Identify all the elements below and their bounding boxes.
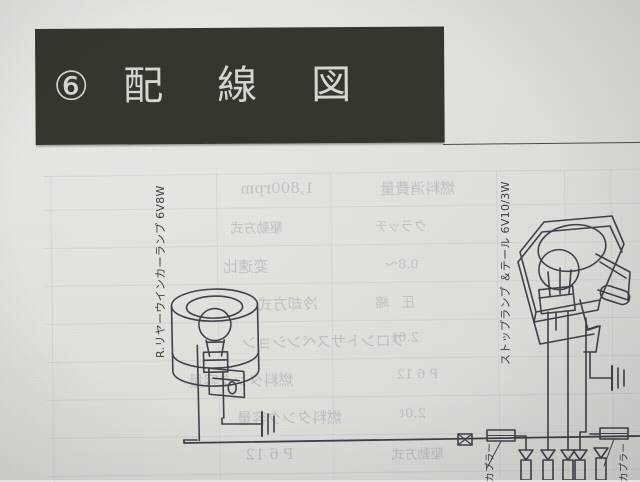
title-char-2: 線 — [217, 62, 258, 109]
coupler-label-right: カプラー — [619, 442, 630, 482]
show-through-table: 1,800rpm 燃料消費量 駆動方式 クラッチ 変速比 0.8～ 冷却方式 圧… — [44, 168, 640, 482]
title-char-1: 配 — [123, 63, 164, 110]
section-number: ⑥ — [53, 63, 90, 110]
bleed-text: 1,800rpm — [240, 178, 315, 198]
coupler-label-left: カプラー — [485, 442, 496, 482]
right-lamp-label: ストップランプ ＆テール 6V10/3W — [499, 181, 512, 365]
rear-turn-signal-lamp-drawing — [170, 288, 260, 442]
main-bus-wire — [183, 435, 640, 444]
terminal-pin — [518, 449, 534, 480]
bleed-text: 圧 縮 — [375, 295, 415, 311]
ground-symbol-right — [611, 365, 625, 391]
bleed-text: 駆動方式 — [230, 221, 283, 237]
right-ground-lead — [589, 351, 613, 379]
bleed-text: 0.8～ — [385, 257, 419, 273]
bleed-text: フロントサスペンション — [241, 331, 406, 352]
bleed-text: 駆動方式 — [391, 447, 444, 463]
terminal-pin — [560, 449, 576, 480]
wire-crossing-marker — [457, 433, 473, 446]
terminal-pin — [572, 449, 588, 480]
terminal-pin — [540, 449, 556, 480]
header-rule — [442, 141, 640, 145]
bleed-text: 燃料消費量 — [380, 178, 456, 198]
bleed-text: 2.0ℓ — [391, 330, 420, 346]
bleed-text: 燃料タンク容量 — [188, 370, 294, 391]
stop-tail-lamp-drawing — [517, 215, 631, 353]
title-char-3: 図 — [311, 62, 352, 109]
left-lamp-label: R.リヤーウインカーランプ 6V8W — [154, 185, 167, 358]
bleed-text: P 6 12 — [245, 444, 294, 464]
terminal-pin — [593, 447, 609, 480]
ground-symbol-left — [261, 411, 275, 437]
bleed-text: クラッチ — [374, 219, 427, 235]
bleed-text: P 6 12 — [396, 367, 439, 383]
section-title-banner: ⑥ 配 線 図 — [35, 26, 445, 145]
bleed-text: 燃料タンク容量 — [236, 408, 343, 428]
bleed-text: 2.0ℓ — [398, 406, 426, 422]
tail-wire-3 — [579, 317, 587, 451]
bleed-text: 冷却方式 — [257, 294, 318, 314]
bleed-text: 変速比 — [223, 257, 269, 276]
left-ground-lead — [221, 417, 263, 425]
